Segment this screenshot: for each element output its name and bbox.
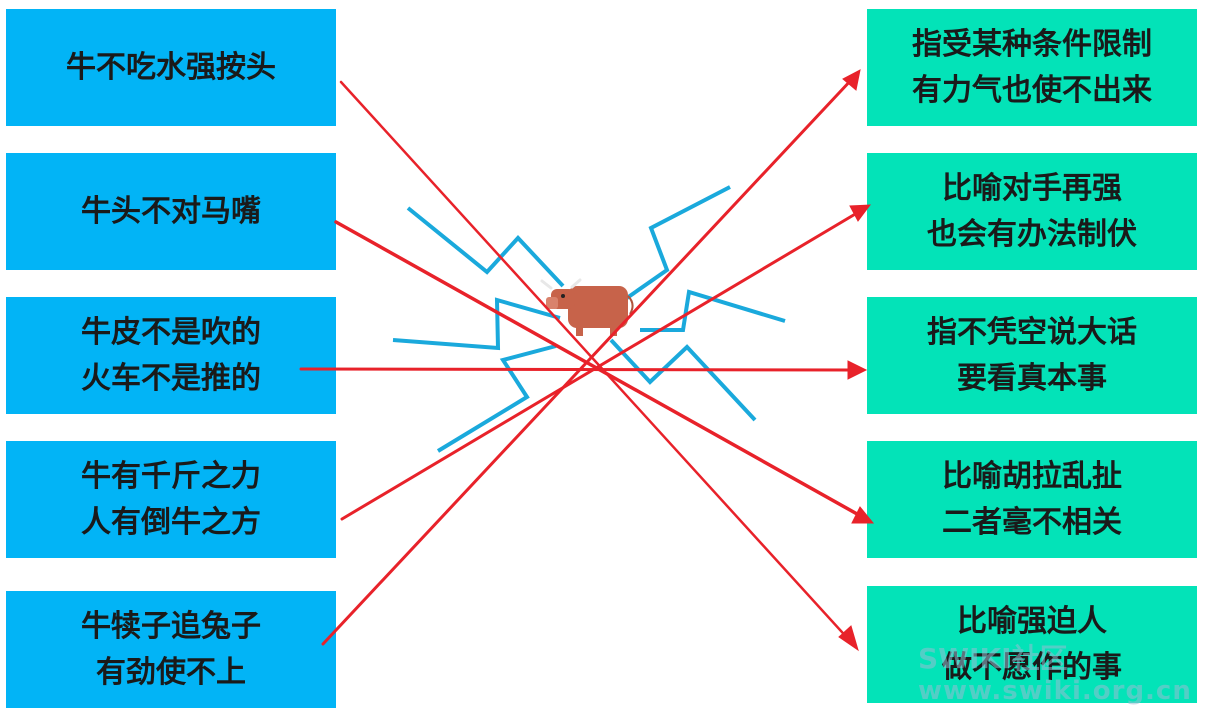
idiom-text: 牛皮不是吹的: [81, 314, 261, 350]
idiom-text: 牛不吃水强按头: [66, 49, 276, 85]
idiom-box-2[interactable]: 牛头不对马嘴: [6, 153, 336, 270]
meaning-text: 指受某种条件限制: [912, 26, 1152, 62]
match-line-1: [339, 80, 853, 644]
match-line-3: [299, 367, 858, 372]
meaning-text: 二者毫不相关: [942, 504, 1122, 540]
meaning-text: 比喻胡拉乱扯: [942, 458, 1122, 494]
meaning-text: 有力气也使不出来: [912, 72, 1152, 108]
watermark-line-2: www.swiki.org.cn: [918, 676, 1192, 706]
idiom-text: 火车不是推的: [81, 360, 261, 396]
meaning-box-1[interactable]: 指受某种条件限制 有力气也使不出来: [867, 9, 1197, 126]
idiom-text: 牛头不对马嘴: [81, 193, 261, 229]
idiom-text: 牛有千斤之力: [81, 458, 261, 494]
match-lines: [299, 69, 875, 652]
watermark: SWIKI社区 www.swiki.org.cn: [918, 643, 1208, 707]
zigzag-right: [640, 289, 786, 332]
meaning-box-4[interactable]: 比喻胡拉乱扯 二者毫不相关: [867, 441, 1197, 558]
idiom-box-3[interactable]: 牛皮不是吹的 火车不是推的: [6, 297, 336, 414]
zigzag-lower-right: [609, 338, 757, 422]
idiom-text: 有劲使不上: [96, 654, 246, 690]
meaning-text: 要看真本事: [957, 360, 1107, 396]
match-arrowhead-3: [847, 360, 868, 380]
meaning-text: 比喻强迫人: [957, 603, 1107, 639]
idiom-text: 人有倒牛之方: [81, 504, 261, 540]
zigzag-lower-left: [436, 344, 557, 453]
meaning-text: 指不凭空说大话: [927, 314, 1137, 350]
idiom-box-4[interactable]: 牛有千斤之力 人有倒牛之方: [6, 441, 336, 558]
match-line-4: [340, 208, 864, 521]
meaning-box-2[interactable]: 比喻对手再强 也会有办法制伏: [867, 153, 1197, 270]
zigzag-decoration: [392, 185, 786, 453]
meaning-text: 也会有办法制伏: [927, 216, 1137, 252]
ox-illustration: [540, 278, 634, 336]
match-arrowhead-5: [842, 69, 861, 91]
idiom-text: 牛犊子追兔子: [81, 608, 261, 644]
idiom-box-5[interactable]: 牛犊子追兔子 有劲使不上: [6, 591, 336, 708]
meaning-text: 做不愿作的事: [942, 649, 1122, 685]
match-line-5: [321, 76, 855, 646]
meaning-text: 比喻对手再强: [942, 170, 1122, 206]
zigzag-left: [392, 297, 561, 351]
meaning-box-3[interactable]: 指不凭空说大话 要看真本事: [867, 297, 1197, 414]
meaning-box-5[interactable]: 比喻强迫人 做不愿作的事: [867, 586, 1197, 703]
match-line-2: [334, 220, 868, 521]
watermark-line-1: SWIKI社区: [918, 642, 1068, 675]
zigzag-upper-left: [406, 206, 565, 288]
idiom-box-1[interactable]: 牛不吃水强按头: [6, 9, 336, 126]
match-arrowhead-1: [838, 625, 859, 652]
zigzag-upper-right: [622, 185, 731, 302]
